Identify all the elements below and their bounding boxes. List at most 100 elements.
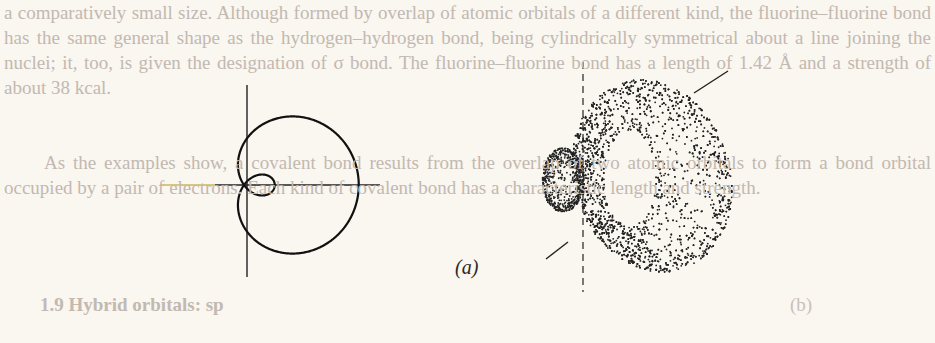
stipple-dot [586, 134, 588, 136]
stipple-dot [689, 102, 691, 104]
stipple-dot [608, 145, 610, 147]
stipple-dot [691, 235, 693, 237]
stipple-dot [674, 198, 676, 200]
stipple-dot [649, 100, 651, 102]
stipple-dot [636, 124, 638, 126]
stipple-dot [681, 249, 683, 251]
stipple-dot [701, 227, 703, 229]
stipple-dot [645, 99, 647, 101]
stipple-dot [714, 136, 716, 138]
stipple-dot [688, 99, 690, 101]
stipple-dot [630, 85, 632, 87]
stipple-dot [663, 268, 665, 270]
stipple-dot [599, 198, 601, 200]
stipple-dot [675, 102, 677, 104]
stipple-dot [719, 201, 721, 203]
stipple-dot [652, 213, 654, 215]
stipple-dot [651, 205, 653, 207]
stipple-dot [612, 230, 614, 232]
stipple-dot [611, 127, 613, 129]
stipple-dot [694, 109, 696, 111]
stipple-dot [715, 232, 717, 234]
stipple-dot [631, 243, 633, 245]
stipple-dot [583, 206, 585, 208]
stipple-dot [651, 218, 653, 220]
stipple-dot [696, 103, 698, 105]
stipple-dot [638, 258, 640, 260]
stipple-dot [631, 118, 633, 120]
stipple-dot [651, 250, 653, 252]
stipple-dot [680, 244, 682, 246]
stipple-dot [642, 248, 644, 250]
stipple-dot [705, 249, 707, 251]
stipple-dot [639, 255, 641, 257]
stipple-dot [587, 199, 589, 201]
stipple-dot [672, 119, 674, 121]
stipple-dot [669, 203, 671, 205]
stipple-dot [646, 130, 648, 132]
stipple-dot [714, 136, 716, 138]
stipple-dot [632, 250, 634, 252]
stipple-dot [578, 137, 580, 139]
stipple-dot [615, 88, 617, 90]
stipple-dot [609, 121, 611, 123]
stipple-dot [671, 100, 673, 102]
stipple-dot [703, 255, 705, 257]
stipple-dot [606, 203, 608, 205]
stipple-dot [587, 173, 589, 175]
stipple-dot [684, 118, 686, 120]
stipple-dot [651, 260, 653, 262]
stipple-dot [588, 139, 590, 141]
stipple-dot [598, 222, 600, 224]
stipple-dot [702, 242, 704, 244]
stipple-dot [707, 144, 709, 146]
stipple-dot [708, 247, 710, 249]
stipple-dot [700, 147, 702, 149]
stipple-dot [661, 223, 663, 225]
stipple-dot [596, 225, 598, 227]
stipple-dot [644, 233, 646, 235]
stipple-dot [673, 108, 675, 110]
stipple-dot [607, 226, 609, 228]
stipple-dot [590, 122, 592, 124]
stipple-dot [637, 88, 639, 90]
stipple-dot [599, 233, 601, 235]
stipple-dot [658, 209, 660, 211]
stipple-dot [599, 107, 601, 109]
stipple-dot [713, 203, 715, 205]
stipple-dot [700, 147, 702, 149]
stipple-dot [672, 105, 674, 107]
stipple-dot [628, 227, 630, 229]
stipple-dot [606, 102, 608, 104]
stipple-dot [712, 238, 714, 240]
stipple-dot [649, 89, 651, 91]
stipple-dot [588, 218, 590, 220]
stipple-dot [577, 147, 579, 149]
stipple-dot [729, 208, 731, 210]
stipple-dot [638, 245, 640, 247]
stipple-dot [604, 198, 606, 200]
stipple-dot [594, 233, 596, 235]
stipple-dot [628, 89, 630, 91]
stipple-dot [573, 148, 575, 150]
stipple-dot [677, 103, 679, 105]
stipple-dot [664, 268, 666, 270]
stipple-dot [675, 101, 677, 103]
stipple-dot [645, 243, 647, 245]
stipple-dot [664, 130, 666, 132]
stipple-dot [607, 106, 609, 108]
stipple-dot [689, 98, 691, 100]
stipple-dot [598, 148, 600, 150]
stipple-dot [598, 227, 600, 229]
stipple-dot [644, 233, 646, 235]
stipple-dot [645, 99, 647, 101]
stipple-dot [668, 106, 670, 108]
stipple-dot [675, 97, 677, 99]
stipple-dot [639, 130, 641, 132]
stipple-dot [669, 270, 671, 272]
stipple-dot [712, 207, 714, 209]
stipple-dot [610, 242, 612, 244]
stipple-dot [607, 101, 609, 103]
stipple-dot [714, 215, 716, 217]
stipple-dot [691, 235, 693, 237]
